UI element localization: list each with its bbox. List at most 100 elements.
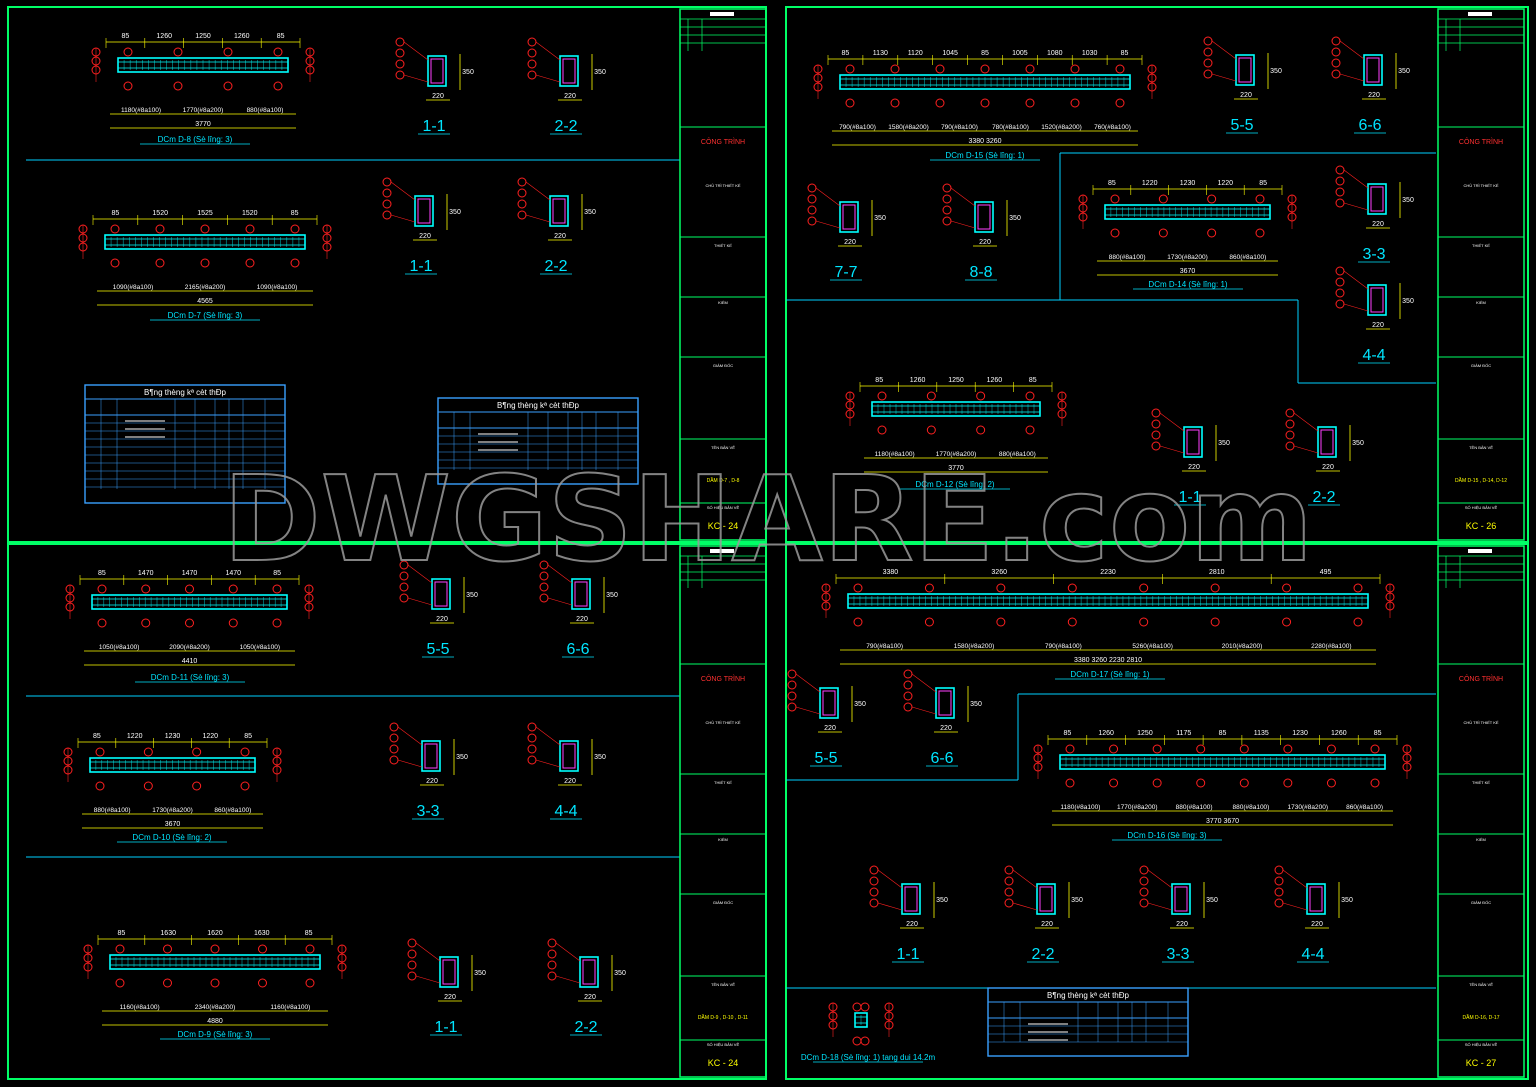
cross-sections: 3502201-13502202-23502201-13502202-23502… bbox=[382, 36, 1414, 1036]
table-frame bbox=[84, 384, 286, 504]
bottom-dimension-label: 790(#8a100) bbox=[866, 643, 903, 650]
rebar-leader bbox=[535, 759, 561, 768]
bottom-dimension-label: 790(#8a100) bbox=[941, 124, 978, 131]
rebar-callout-circle bbox=[1004, 876, 1014, 886]
section-outline bbox=[559, 55, 579, 87]
rebar-callout-circle bbox=[228, 584, 238, 594]
rebar-callout-circle bbox=[1282, 583, 1292, 593]
beam-title: DCm D-18 (Sè l­îng: 1) tang dui 14.2m bbox=[801, 1053, 936, 1062]
role-label: GIÁM ĐỐC bbox=[1471, 900, 1491, 905]
rebar-leader bbox=[1147, 902, 1173, 911]
rebar-leader bbox=[911, 673, 937, 693]
section-width-label: 220 bbox=[444, 994, 456, 1001]
project-label: CÔNG TRÌNH bbox=[701, 674, 745, 683]
top-dimension-label: 85 bbox=[1219, 730, 1227, 737]
rebar-callout-circle bbox=[1139, 876, 1149, 886]
section-stirrup bbox=[582, 959, 596, 985]
rebar-callout-circle bbox=[210, 944, 220, 954]
top-dimension-label: 1470 bbox=[182, 570, 198, 577]
bottom-dimension-label: 1180(#8a100) bbox=[121, 107, 161, 114]
role-label: THIẾT KẾ bbox=[714, 243, 732, 248]
rebar-callout-circle bbox=[399, 582, 409, 592]
rebar-callout-circle bbox=[853, 617, 863, 627]
section-width-label: 220 bbox=[1240, 92, 1252, 99]
rebar-callout-circle bbox=[155, 224, 165, 234]
rebar-leader bbox=[1343, 303, 1369, 312]
section-outline bbox=[571, 578, 591, 610]
top-dimension-label: 1120 bbox=[908, 50, 923, 57]
section-stirrup bbox=[1370, 186, 1384, 212]
rebar-callout-circle bbox=[389, 733, 399, 743]
top-dimension-label: 495 bbox=[1320, 569, 1332, 576]
rebar-callout-circle bbox=[852, 1036, 862, 1046]
rebar-callout-circle bbox=[155, 258, 165, 268]
section-outline bbox=[439, 956, 459, 988]
rebar-callout-circle bbox=[869, 887, 879, 897]
section-width-label: 220 bbox=[432, 93, 444, 100]
rebar-callout-circle bbox=[290, 224, 300, 234]
drawing-name: DẦM D-7 , D-8 bbox=[707, 477, 740, 484]
section-label: 2-2 bbox=[1031, 946, 1054, 963]
section-stirrup bbox=[904, 886, 918, 912]
rebar-callout-circle bbox=[547, 949, 557, 959]
rebar-callout-circle bbox=[95, 781, 105, 791]
rebar-callout-circle bbox=[890, 64, 900, 74]
rebar-callout-circle bbox=[1370, 778, 1380, 788]
table-frame bbox=[437, 397, 639, 485]
total-dimension-label: 3380 3260 2230 2810 bbox=[1074, 657, 1142, 664]
section-stirrup bbox=[434, 581, 448, 607]
role-label: TÊN BẢN VẼ bbox=[1469, 982, 1493, 987]
top-dimension-label: 1525 bbox=[197, 210, 213, 217]
project-label: CÔNG TRÌNH bbox=[701, 137, 745, 146]
section-height-label: 350 bbox=[466, 592, 478, 599]
title-block-frame bbox=[679, 545, 767, 1078]
rebar-callout-circle bbox=[141, 584, 151, 594]
top-dimension-label: 1030 bbox=[1082, 50, 1098, 57]
rebar-callout-circle bbox=[389, 744, 399, 754]
rebar-leader bbox=[1343, 270, 1369, 290]
rebar-callout-circle bbox=[935, 64, 945, 74]
section-width-label: 220 bbox=[436, 616, 448, 623]
rebar-leader bbox=[1159, 412, 1185, 432]
rebar-leader bbox=[1339, 73, 1365, 82]
rebar-callout-circle bbox=[1025, 391, 1035, 401]
top-dimension-label: 85 bbox=[1259, 180, 1267, 187]
section-outline bbox=[935, 687, 955, 719]
rebar-callout-circle bbox=[1210, 583, 1220, 593]
section-width-label: 220 bbox=[564, 93, 576, 100]
bottom-dimension-label: 1160(#8a100) bbox=[270, 1004, 310, 1011]
section-width-label: 220 bbox=[419, 233, 431, 240]
section-stirrup bbox=[938, 690, 952, 716]
section-width-label: 220 bbox=[1176, 921, 1188, 928]
bottom-dimension-label: 1730(#8a200) bbox=[1288, 804, 1328, 811]
top-dimension-label: 1230 bbox=[1292, 730, 1308, 737]
sheet-code: KC - 26 bbox=[1466, 521, 1497, 531]
section-stirrup bbox=[1174, 886, 1188, 912]
rebar-leader bbox=[547, 597, 573, 606]
rebar-callout-circle bbox=[1115, 64, 1125, 74]
beam-elevation: DCm D-18 (Sè l­îng: 1) tang dui 14.2m bbox=[801, 1002, 936, 1063]
role-label: CHỦ TRÌ THIẾT KẾ bbox=[705, 183, 740, 188]
rebar-callout-circle bbox=[852, 1002, 862, 1012]
title-block-frame bbox=[1437, 545, 1525, 1078]
bottom-dimension-label: 790(#8a100) bbox=[1045, 643, 1082, 650]
rebar-callout-circle bbox=[185, 618, 194, 628]
top-dimension-label: 85 bbox=[1121, 50, 1129, 57]
rebar-leader bbox=[795, 673, 821, 693]
top-dimension-label: 1260 bbox=[910, 377, 926, 384]
rebar-callout-circle bbox=[143, 747, 153, 757]
bottom-dimension-label: 1770(#8a200) bbox=[183, 107, 223, 114]
top-dimension-label: 85 bbox=[118, 930, 126, 937]
rebar-leader bbox=[1012, 902, 1038, 911]
section-label: 8-8 bbox=[969, 264, 992, 281]
rebar-leader bbox=[1159, 445, 1185, 454]
section-outline bbox=[901, 883, 921, 915]
top-dimension-label: 1220 bbox=[127, 733, 143, 740]
section-height-label: 350 bbox=[874, 215, 886, 222]
section-outline bbox=[559, 740, 579, 772]
